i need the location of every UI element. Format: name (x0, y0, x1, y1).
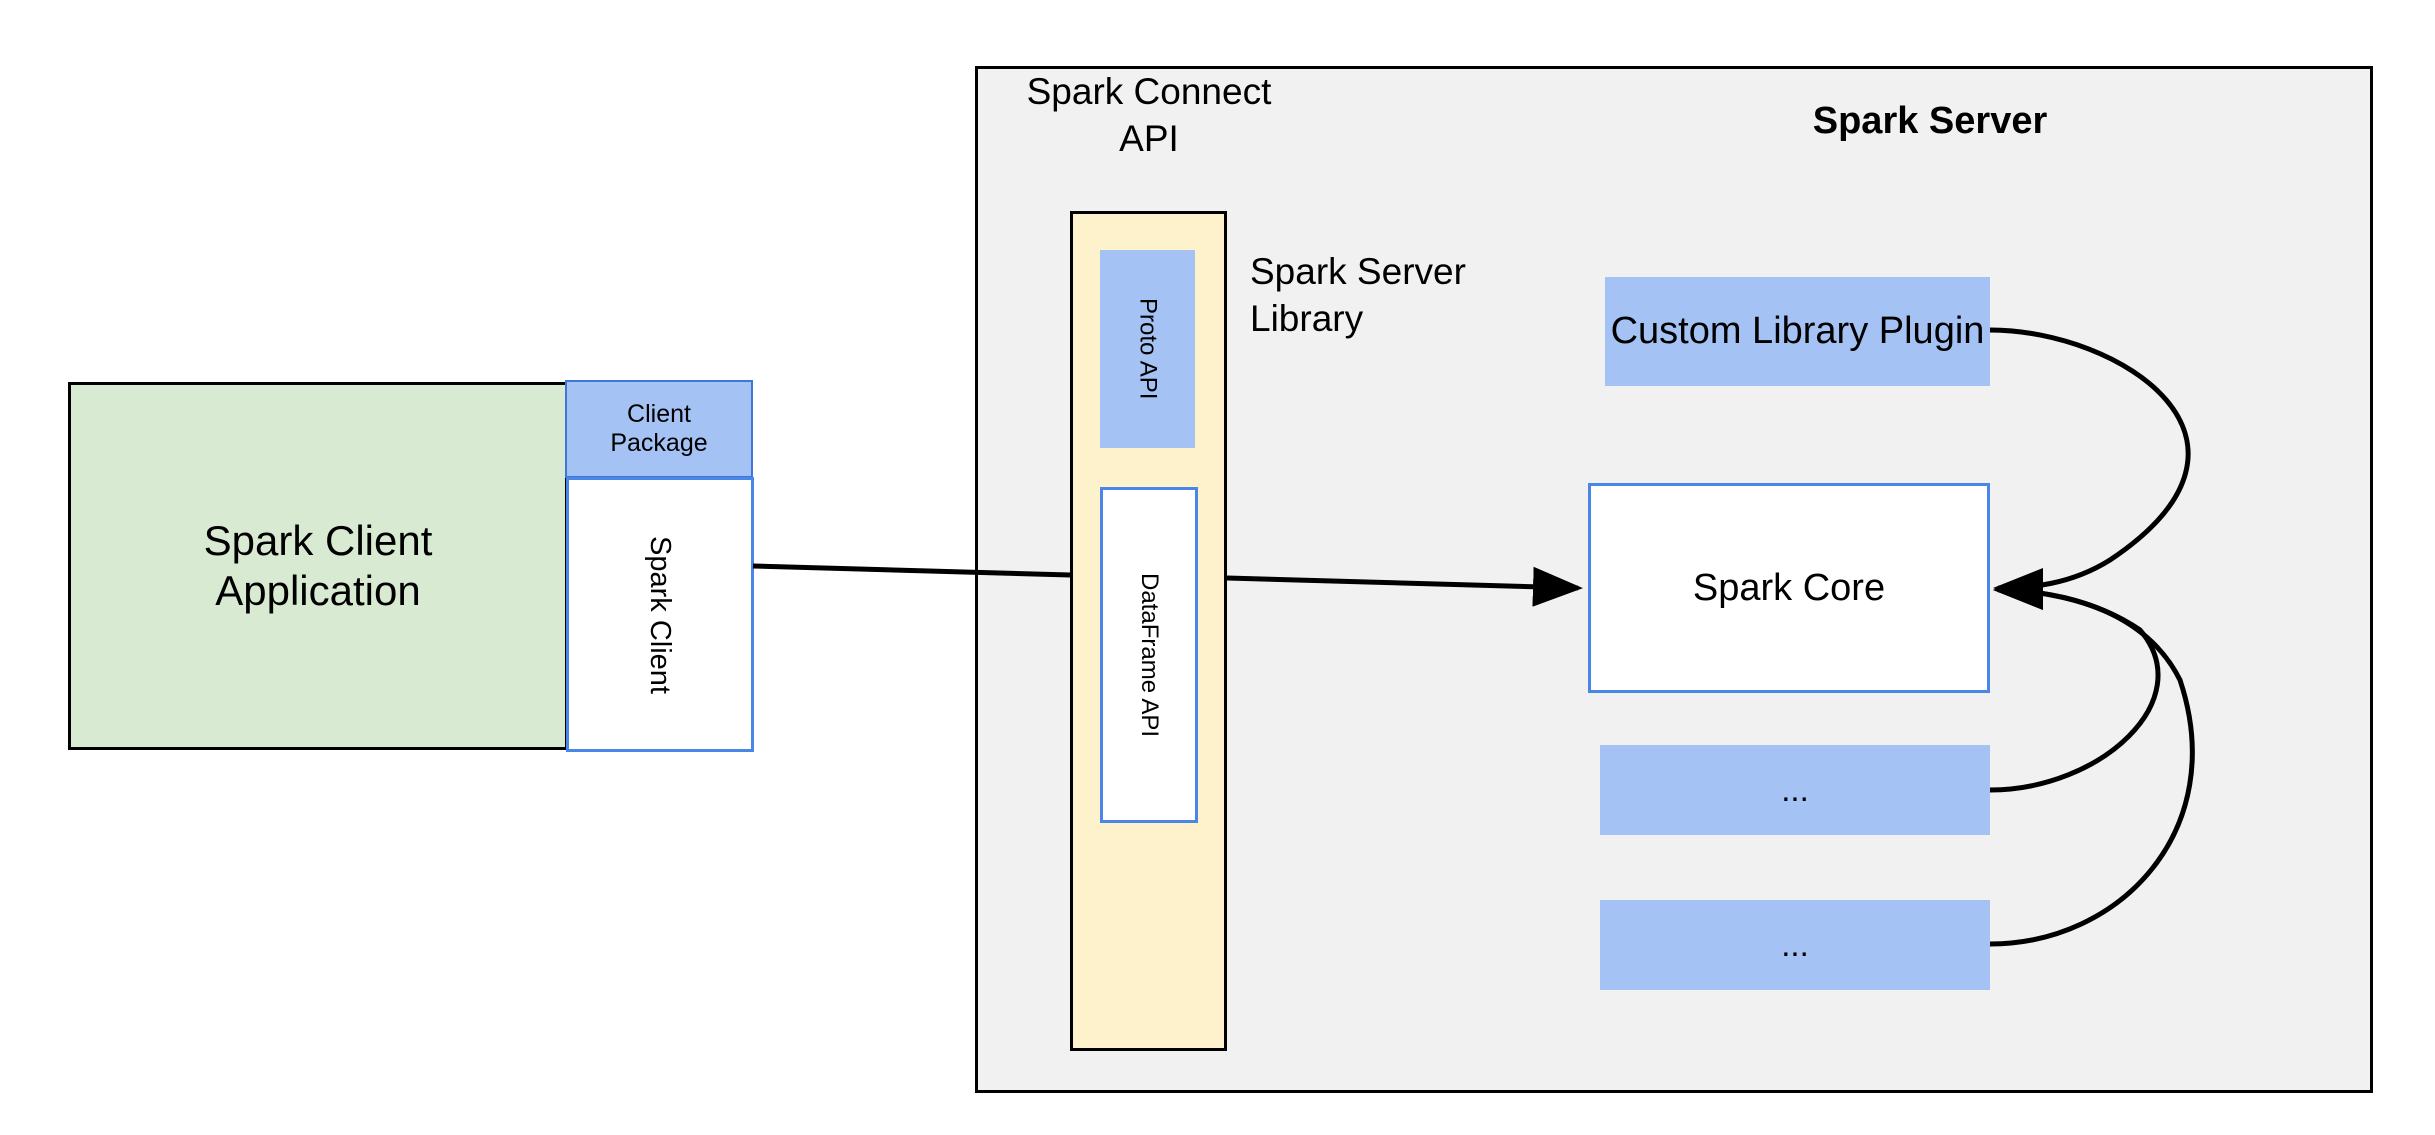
proto-api-box[interactable]: Proto API (1100, 250, 1195, 448)
custom-library-plugin-box[interactable]: Custom Library Plugin (1605, 277, 1990, 386)
client-package-box[interactable]: Client Package (565, 380, 753, 478)
client-package-line2: Package (610, 429, 708, 457)
dataframe-api-box[interactable]: DataFrame API (1100, 487, 1198, 823)
spark-server-library-title: Spark Server Library (1250, 248, 1580, 343)
spark-client-application-label: Spark Client Application (192, 516, 445, 615)
server-component-placeholder-1[interactable]: ... (1600, 745, 1990, 835)
client-package-label: Client Package (610, 400, 707, 459)
spark-core-label: Spark Core (1692, 566, 1886, 609)
server-component-placeholder-2-label: ... (1781, 925, 1809, 963)
dataframe-api-label: DataFrame API (1136, 572, 1164, 738)
spark-client-label: Spark Client (644, 535, 677, 694)
client-package-line1: Client (627, 399, 691, 428)
spark-client-application-box[interactable]: Spark Client Application (68, 382, 568, 750)
custom-library-plugin-label: Custom Library Plugin (1610, 310, 1985, 353)
spark-server-library-title-line2: Library (1250, 298, 1364, 340)
spark-server-library-title-line1: Spark Server (1250, 251, 1466, 292)
server-component-placeholder-1-label: ... (1781, 770, 1809, 808)
server-component-placeholder-2[interactable]: ... (1600, 900, 1990, 990)
spark-connect-api-title-line1: Spark Connect (1026, 71, 1272, 112)
proto-api-label: Proto API (1134, 298, 1162, 400)
spark-connect-api-title-line2: API (1119, 118, 1179, 160)
spark-client-box[interactable]: Spark Client (566, 477, 754, 752)
spark-core-box[interactable]: Spark Core (1588, 483, 1990, 693)
spark-server-title: Spark Server (1812, 100, 2048, 142)
spark-client-application-line1: Spark Client (203, 517, 433, 565)
spark-connect-api-title: Spark Connect API (1004, 68, 1294, 163)
spark-client-application-line2: Application (215, 567, 421, 614)
